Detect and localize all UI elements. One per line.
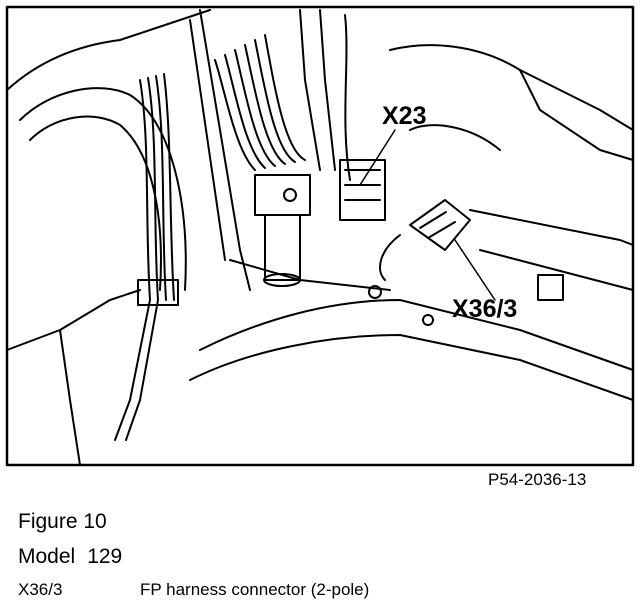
legend-row: X36/3 FP harness connector (2-pole) [18, 580, 369, 600]
figure-frame [5, 5, 635, 467]
callout-x36-3: X36/3 [452, 295, 518, 323]
x36-3-connector [409, 199, 471, 251]
brake-lines [214, 59, 256, 171]
pressure-regulator [254, 174, 311, 216]
figure-title: Figure 10 [18, 510, 107, 533]
left-harness [114, 79, 151, 441]
model-line: Model 129 [18, 545, 122, 569]
left-fender-panel [6, 9, 211, 91]
x23-connector [339, 159, 386, 221]
legend-description: FP harness connector (2-pole) [140, 580, 370, 599]
model-number: 129 [87, 545, 123, 568]
x23-leader [359, 129, 396, 186]
model-label: Model [18, 545, 76, 568]
wheel-arch [19, 87, 187, 291]
x36-3-leader [454, 239, 496, 301]
callout-x23: X23 [382, 102, 427, 130]
firewall-panel [199, 9, 251, 291]
drawing-code: P54-2036-13 [488, 470, 587, 489]
engine-bay-illustration [5, 5, 635, 467]
crossmember [199, 299, 634, 371]
legend-code: X36/3 [18, 580, 63, 599]
